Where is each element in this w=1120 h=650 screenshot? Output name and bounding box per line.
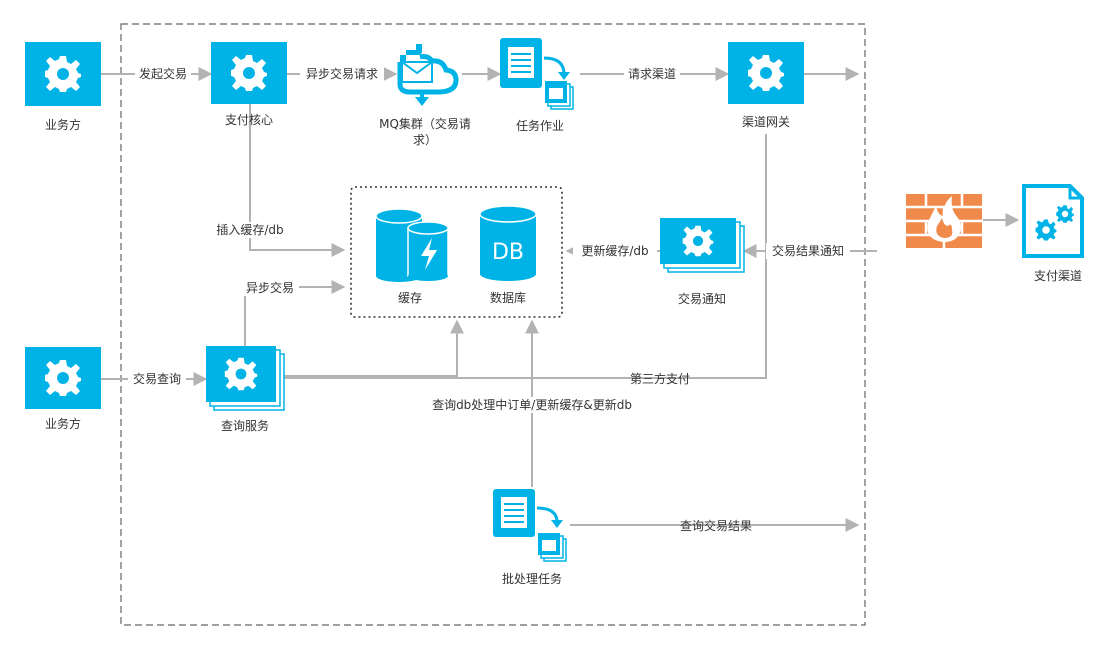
edge-query-to-storage [282, 319, 464, 377]
gear-icon [748, 55, 784, 91]
label-trade-result-notify: 交易结果通知 [772, 243, 844, 258]
mail-cloud-icon [397, 44, 459, 106]
label-trade-query: 交易查询 [133, 371, 181, 386]
document-task-icon [500, 38, 574, 110]
node-batch-task: 批处理任务 [493, 489, 567, 586]
task-job-label: 任务作业 [516, 118, 564, 133]
trade-notify-label: 交易通知 [678, 291, 726, 306]
node-task-job: 任务作业 [500, 38, 574, 133]
gear-icon [45, 360, 81, 396]
gear-icon [231, 55, 267, 91]
gear-icon [224, 357, 258, 391]
biz-bottom-label: 业务方 [45, 416, 81, 431]
cache-database-icon [375, 208, 449, 282]
label-batch-query-update: 查询db处理中订单/更新缓存&更新db [432, 397, 632, 412]
node-cache: 缓存 [375, 208, 449, 305]
node-biz-bottom: 业务方 [25, 347, 101, 431]
database-icon: DB [479, 205, 537, 281]
connectors [100, 67, 1020, 532]
label-initiate-trade: 发起交易 [139, 66, 187, 81]
edge-third-party-pay [282, 134, 767, 379]
label-third-party-pay: 第三方支付 [630, 371, 690, 386]
gear-icon [682, 225, 714, 257]
node-database: DB 数据库 [479, 205, 537, 305]
node-mq-cluster: MQ集群（交易请 求） [379, 44, 471, 147]
database-label: 数据库 [490, 290, 526, 305]
mq-cluster-label-line1: MQ集群（交易请 [379, 116, 471, 131]
document-task-icon [493, 489, 567, 562]
pay-channel-label: 支付渠道 [1034, 269, 1082, 283]
node-trade-notify: 交易通知 [660, 218, 745, 306]
node-query-service: 查询服务 [206, 346, 285, 433]
biz-top-label: 业务方 [45, 117, 81, 132]
firewall-icon [906, 194, 982, 248]
channel-gateway-label: 渠道网关 [742, 115, 790, 129]
label-async-trade: 异步交易 [246, 280, 294, 295]
gear-icon [1056, 205, 1074, 223]
query-service-label: 查询服务 [221, 418, 269, 433]
node-biz-top: 业务方 [25, 42, 101, 132]
node-pay-core: 支付核心 [211, 42, 287, 127]
label-async-trade-request: 异步交易请求 [306, 66, 378, 81]
edge-labels: 发起交易 异步交易请求 请求渠道 插入缓存/db 更新缓存/db 交易结果通知 … [128, 66, 850, 533]
cache-label: 缓存 [398, 291, 422, 305]
node-channel-gateway: 渠道网关 [728, 42, 804, 130]
storage-group-frame [350, 186, 563, 318]
label-request-channel: 请求渠道 [628, 67, 676, 81]
edge-insert-cache-db [249, 104, 346, 257]
node-pay-channel: 支付渠道 [1022, 184, 1084, 283]
label-update-cache-db: 更新缓存/db [581, 243, 648, 258]
batch-task-label: 批处理任务 [502, 571, 562, 586]
gear-icon [45, 56, 81, 92]
lightning-icon [421, 238, 437, 270]
label-insert-cache-db: 插入缓存/db [216, 223, 283, 237]
label-query-trade-result: 查询交易结果 [680, 518, 752, 533]
pay-core-label: 支付核心 [225, 113, 273, 127]
mq-cluster-label-line2: 求） [413, 133, 437, 147]
gear-icon [1035, 219, 1057, 241]
system-boundary [120, 23, 866, 626]
db-icon-text: DB [492, 240, 524, 265]
